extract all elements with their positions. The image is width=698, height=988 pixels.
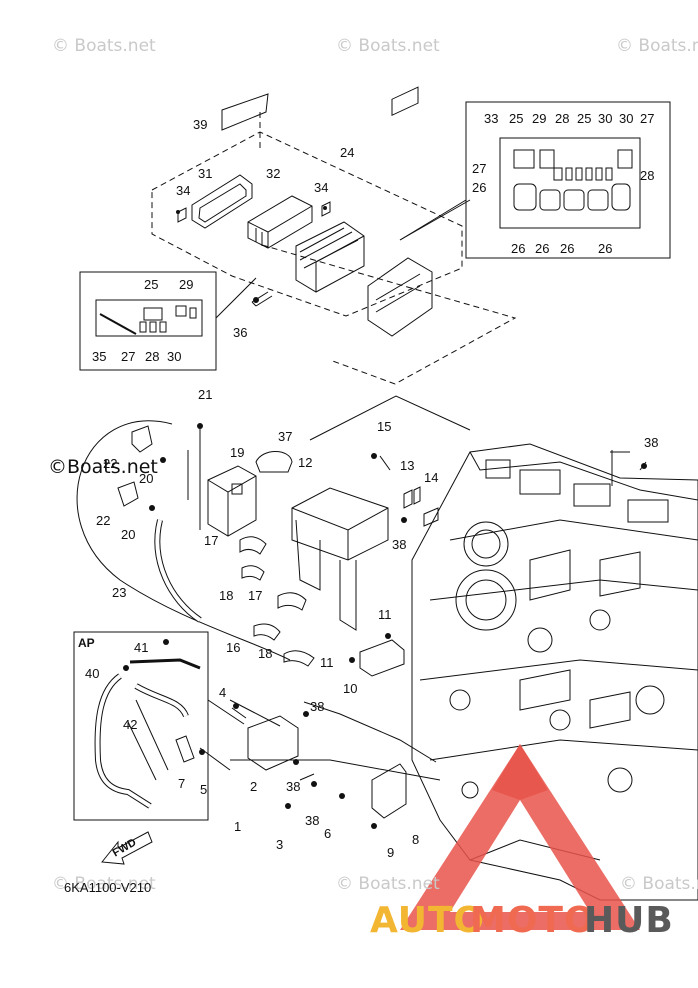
- part-label-28-inset-left[interactable]: 28: [145, 349, 160, 364]
- brand-text-auto: AUTO: [370, 900, 486, 941]
- part-19-relay: [207, 465, 257, 537]
- part-31-gasket: [191, 174, 253, 229]
- part-label-33[interactable]: 33: [484, 111, 499, 126]
- part-label-34-left[interactable]: 34: [176, 183, 191, 198]
- part-label-9[interactable]: 9: [387, 845, 395, 860]
- detail-inset-connector-left: [79, 271, 217, 371]
- part-label-21[interactable]: 21: [198, 387, 213, 402]
- part-label-41[interactable]: 41: [134, 640, 149, 655]
- part-label-37[interactable]: 37: [278, 429, 293, 444]
- wire-harness-loop: [76, 420, 291, 661]
- part-label-18-upper[interactable]: 18: [219, 588, 234, 603]
- part-label-19[interactable]: 19: [230, 445, 245, 460]
- part-label-15[interactable]: 15: [377, 419, 392, 434]
- part-label-5[interactable]: 5: [200, 782, 208, 797]
- fwd-arrow: [101, 831, 153, 865]
- part-label-39[interactable]: 39: [193, 117, 208, 132]
- cover-assembly-dashed-outline: [151, 131, 463, 317]
- part-label-26-inset-right-c[interactable]: 26: [535, 241, 550, 256]
- part-label-30-inset-right-a[interactable]: 30: [598, 111, 613, 126]
- connector-block-left: [95, 299, 203, 337]
- part-label-38-center[interactable]: 38: [392, 537, 407, 552]
- part-32-module: [247, 195, 313, 249]
- part-label-2[interactable]: 2: [250, 779, 258, 794]
- part-label-28-inset-right-b[interactable]: 28: [640, 168, 655, 183]
- part-label-36[interactable]: 36: [233, 325, 248, 340]
- ecu-box-lower: [367, 257, 433, 337]
- part-label-11-upper[interactable]: 11: [378, 607, 392, 622]
- part-label-38-lower-a[interactable]: 38: [310, 699, 325, 714]
- watermark-bottom-left: © Boats.net: [52, 874, 156, 894]
- part-label-20-lower[interactable]: 20: [121, 527, 136, 542]
- part-label-16[interactable]: 16: [226, 640, 241, 655]
- watermark-top-center: © Boats.net: [336, 36, 440, 56]
- part-label-17-lower[interactable]: 17: [248, 588, 263, 603]
- part-label-26-inset-right-e[interactable]: 26: [598, 241, 613, 256]
- part-label-7[interactable]: 7: [178, 776, 186, 791]
- part-37-grommet: [255, 451, 293, 473]
- connector-plate-right: [499, 137, 641, 229]
- part-label-31[interactable]: 31: [198, 166, 213, 181]
- part-label-27-inset-right-a[interactable]: 27: [640, 111, 655, 126]
- part-label-3[interactable]: 3: [276, 837, 284, 852]
- ecu-group-dashed-outline: [261, 244, 517, 385]
- watermark-center-dark: ©Boats.net: [48, 456, 158, 478]
- part-label-13[interactable]: 13: [400, 458, 415, 473]
- part-2-assembly: [247, 715, 299, 771]
- inset-title-ap: AP: [78, 636, 95, 650]
- part-label-42[interactable]: 42: [123, 717, 138, 732]
- part-label-32[interactable]: 32: [266, 166, 281, 181]
- part-label-30-inset-right-b[interactable]: 30: [619, 111, 634, 126]
- part-label-30-inset-left[interactable]: 30: [167, 349, 182, 364]
- part-label-29-inset-left[interactable]: 29: [179, 277, 194, 292]
- part-label-38-right[interactable]: 38: [644, 435, 659, 450]
- part-label-35[interactable]: 35: [92, 349, 107, 364]
- part-label-26-inset-right-a[interactable]: 26: [472, 180, 487, 195]
- part-label-14[interactable]: 14: [424, 470, 439, 485]
- part-label-24[interactable]: 24: [340, 145, 355, 160]
- watermark-top-left: © Boats.net: [52, 36, 156, 56]
- part-label-34-right[interactable]: 34: [314, 180, 329, 195]
- part-12-bracket: [291, 487, 389, 561]
- engine-block: [411, 443, 698, 901]
- brand-text-hub: HUB: [584, 900, 674, 941]
- part-label-18-lower[interactable]: 18: [258, 646, 273, 661]
- ap-inset-box: [73, 631, 209, 821]
- part-label-22-upper[interactable]: 22: [103, 456, 118, 471]
- part-label-40[interactable]: 40: [85, 666, 100, 681]
- part-label-26-inset-right-d[interactable]: 26: [560, 241, 575, 256]
- part-label-29-inset-right[interactable]: 29: [532, 111, 547, 126]
- watermark-bottom-center: © Boats.net: [336, 874, 440, 894]
- part-label-11-lower[interactable]: 11: [320, 655, 334, 670]
- part-label-38-lower-b[interactable]: 38: [286, 779, 301, 794]
- part-label-20-upper[interactable]: 20: [139, 471, 154, 486]
- watermark-bottom-right: © Boats.net: [620, 874, 698, 894]
- part-label-23[interactable]: 23: [112, 585, 127, 600]
- detail-inset-connector-right: [465, 101, 671, 259]
- part-label-26-inset-right-b[interactable]: 26: [511, 241, 526, 256]
- brand-text-moto: MOTO: [470, 900, 596, 941]
- part-label-8[interactable]: 8: [412, 832, 420, 847]
- part-label-22-lower[interactable]: 22: [96, 513, 111, 528]
- part-label-4[interactable]: 4: [219, 685, 227, 700]
- part-label-27-inset-left[interactable]: 27: [121, 349, 136, 364]
- part-label-25-inset-right-b[interactable]: 25: [577, 111, 592, 126]
- part-label-10[interactable]: 10: [343, 681, 358, 696]
- part-label-12[interactable]: 12: [298, 455, 313, 470]
- watermark-top-right: © Boats.net: [616, 36, 698, 56]
- ecu-box-upper: [295, 221, 365, 293]
- part-39-label-plate: [221, 93, 269, 131]
- part-label-1[interactable]: 1: [234, 819, 242, 834]
- part-label-25-inset-left[interactable]: 25: [144, 277, 159, 292]
- part-label-17-upper[interactable]: 17: [204, 533, 219, 548]
- diagram-code: 6KA1100-V210: [64, 880, 152, 895]
- part-label-27-inset-right-b[interactable]: 27: [472, 161, 487, 176]
- brand-logo-mark: [400, 744, 640, 930]
- part-label-25-inset-right-a[interactable]: 25: [509, 111, 524, 126]
- part-label-28-inset-right-a[interactable]: 28: [555, 111, 570, 126]
- part-label-6[interactable]: 6: [324, 826, 332, 841]
- part-label-38-lower-c[interactable]: 38: [305, 813, 320, 828]
